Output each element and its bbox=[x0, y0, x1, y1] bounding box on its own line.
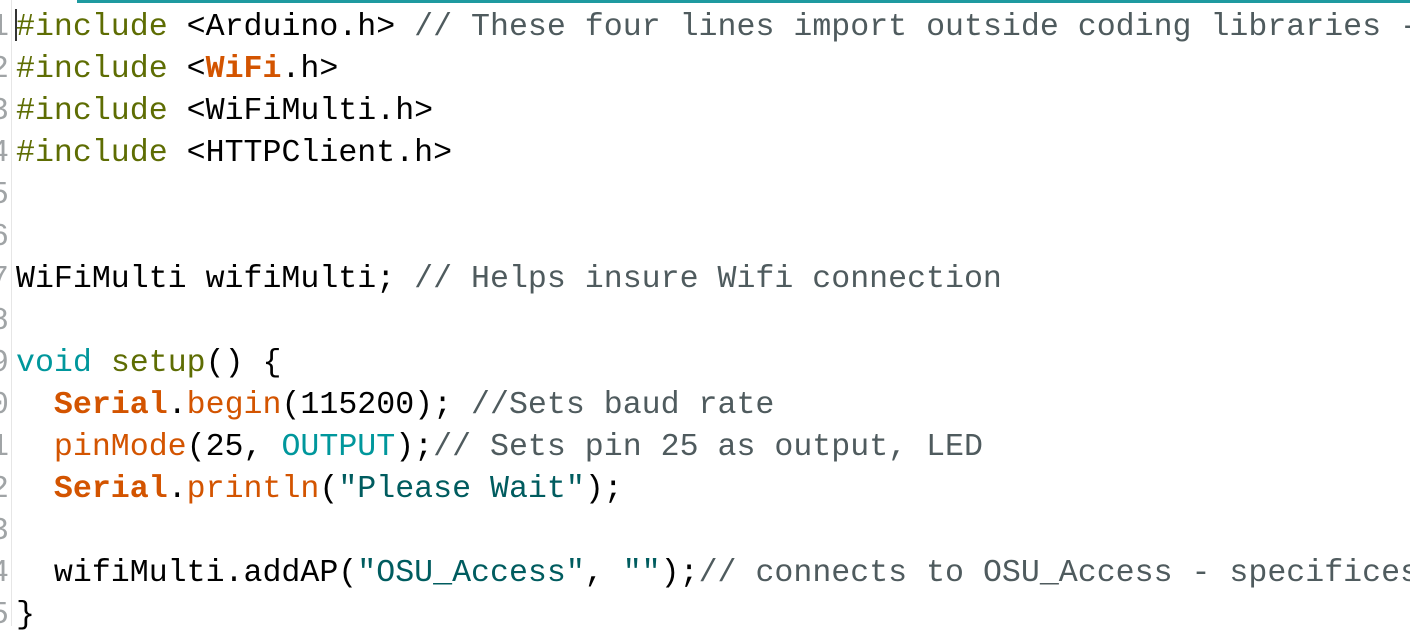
line-number: 2 bbox=[0, 49, 9, 91]
token-plain bbox=[16, 472, 54, 507]
token-include: #include bbox=[16, 136, 168, 171]
code-line[interactable]: 9void setup() { bbox=[0, 343, 1410, 385]
token-fn: begin bbox=[186, 388, 282, 423]
token-include: #include bbox=[16, 52, 168, 87]
token-include: #include bbox=[16, 10, 168, 45]
line-number: 3 bbox=[0, 91, 9, 133]
token-fn: println bbox=[186, 472, 320, 507]
token-plain: <HTTPClient.h> bbox=[167, 136, 453, 171]
line-number: 8 bbox=[0, 301, 9, 343]
token-cmt: //Sets baud rate bbox=[471, 388, 775, 423]
token-plain: ); bbox=[660, 556, 699, 591]
code-line[interactable]: 12 Serial.println("Please Wait"); bbox=[0, 469, 1410, 511]
code-text: Serial.begin(115200); //Sets baud rate bbox=[16, 385, 774, 427]
line-number: 12 bbox=[0, 469, 9, 511]
code-text: #include <WiFi.h> bbox=[16, 49, 338, 91]
code-line[interactable]: 10 Serial.begin(115200); //Sets baud rat… bbox=[0, 385, 1410, 427]
code-line[interactable]: 4#include <HTTPClient.h> bbox=[0, 133, 1410, 175]
token-const: OUTPUT bbox=[281, 430, 396, 465]
token-cmt: // Helps insure Wifi connection bbox=[414, 262, 1002, 297]
line-number: 5 bbox=[0, 175, 9, 217]
line-number: 9 bbox=[0, 343, 9, 385]
token-str: "Please Wait" bbox=[338, 472, 585, 507]
code-line[interactable]: 8 bbox=[0, 301, 1410, 343]
code-text: #include <HTTPClient.h> bbox=[16, 133, 452, 175]
token-kw: Serial bbox=[53, 388, 168, 423]
code-text: WiFiMulti wifiMulti; // Helps insure Wif… bbox=[16, 259, 1002, 301]
code-text: pinMode(25, OUTPUT);// Sets pin 25 as ou… bbox=[16, 427, 983, 469]
line-number: 14 bbox=[0, 553, 9, 595]
line-number: 13 bbox=[0, 511, 9, 553]
line-number: 15 bbox=[0, 595, 9, 637]
token-plain: ); bbox=[395, 430, 434, 465]
code-text: #include <WiFiMulti.h> bbox=[16, 91, 433, 133]
token-plain: <Arduino.h> bbox=[167, 10, 415, 45]
token-plain: .h> bbox=[281, 52, 339, 87]
code-text: void setup() { bbox=[16, 343, 281, 385]
token-str: "OSU_Access" bbox=[357, 556, 585, 591]
token-fn: pinMode bbox=[53, 430, 187, 465]
token-plain: WiFiMulti wifiMulti; bbox=[16, 262, 415, 297]
token-cmt: // connects to OSU_Access - specifices bbox=[698, 556, 1410, 591]
token-plain: < bbox=[167, 52, 206, 87]
token-plain bbox=[92, 346, 111, 381]
code-line[interactable]: 6 bbox=[0, 217, 1410, 259]
token-str: "" bbox=[622, 556, 661, 591]
token-plain: (25, bbox=[186, 430, 282, 465]
token-cmt: // These four lines import outside codin… bbox=[414, 10, 1410, 45]
code-line[interactable]: 7WiFiMulti wifiMulti; // Helps insure Wi… bbox=[0, 259, 1410, 301]
token-plain: , bbox=[584, 556, 623, 591]
token-cmt: // Sets pin 25 as output, LED bbox=[433, 430, 983, 465]
token-plain: ); bbox=[584, 472, 623, 507]
line-number: 4 bbox=[0, 133, 9, 175]
token-kw: Serial bbox=[53, 472, 168, 507]
token-plain: ( bbox=[319, 472, 339, 507]
text-caret bbox=[15, 9, 17, 41]
token-plain: wifiMulti.addAP( bbox=[16, 556, 358, 591]
code-line[interactable]: 13 bbox=[0, 511, 1410, 553]
line-number: 7 bbox=[0, 259, 9, 301]
token-olive: setup bbox=[110, 346, 206, 381]
token-plain: . bbox=[167, 388, 187, 423]
line-number: 1 bbox=[0, 7, 9, 49]
token-kw: WiFi bbox=[205, 52, 282, 87]
code-line[interactable]: 15} bbox=[0, 595, 1410, 637]
code-line[interactable]: 14 wifiMulti.addAP("OSU_Access", "");// … bbox=[0, 553, 1410, 595]
gutter-divider bbox=[11, 0, 12, 626]
code-text: } bbox=[16, 595, 35, 637]
code-text: #include <Arduino.h> // These four lines… bbox=[16, 7, 1410, 49]
token-plain: (115200); bbox=[281, 388, 472, 423]
line-number: 10 bbox=[0, 385, 9, 427]
code-text: Serial.println("Please Wait"); bbox=[16, 469, 623, 511]
token-plain bbox=[16, 388, 54, 423]
code-line[interactable]: 1#include <Arduino.h> // These four line… bbox=[0, 7, 1410, 49]
code-line[interactable]: 5 bbox=[0, 175, 1410, 217]
token-type: void bbox=[16, 346, 92, 381]
token-plain: } bbox=[16, 598, 35, 633]
token-plain: () { bbox=[205, 346, 282, 381]
token-include: #include bbox=[16, 94, 168, 129]
code-line[interactable]: 11 pinMode(25, OUTPUT);// Sets pin 25 as… bbox=[0, 427, 1410, 469]
editor-tab-accent-bar bbox=[77, 0, 1410, 3]
token-plain: <WiFiMulti.h> bbox=[167, 94, 434, 129]
code-line[interactable]: 3#include <WiFiMulti.h> bbox=[0, 91, 1410, 133]
code-editor[interactable]: 1#include <Arduino.h> // These four line… bbox=[0, 7, 1410, 637]
code-text: wifiMulti.addAP("OSU_Access", "");// con… bbox=[16, 553, 1410, 595]
token-plain bbox=[16, 430, 54, 465]
line-number: 6 bbox=[0, 217, 9, 259]
line-number: 11 bbox=[0, 427, 9, 469]
token-plain: . bbox=[167, 472, 187, 507]
code-line[interactable]: 2#include <WiFi.h> bbox=[0, 49, 1410, 91]
